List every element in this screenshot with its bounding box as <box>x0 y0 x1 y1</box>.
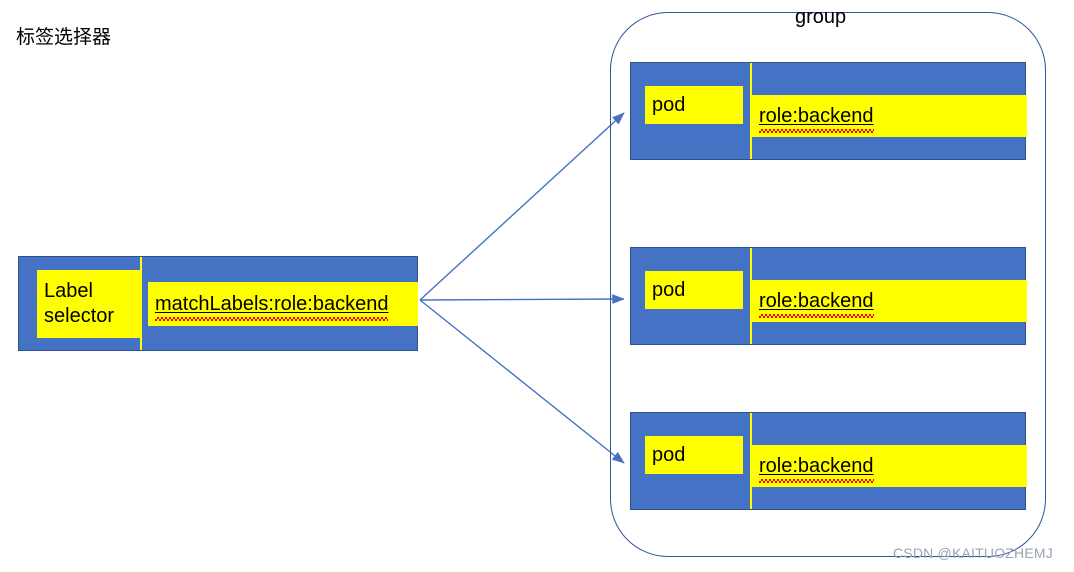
pod-name-text: pod <box>652 279 686 301</box>
pod-label-chip: role:backend <box>752 95 1027 137</box>
pod-name-chip: pod <box>645 271 743 309</box>
pod-card-divider <box>750 413 752 509</box>
pod-card[interactable]: pod role:backend <box>630 412 1027 510</box>
pod-card-divider <box>750 248 752 344</box>
pod-label-chip: role:backend <box>752 280 1027 322</box>
pod-card[interactable]: pod role:backend <box>630 62 1027 160</box>
pod-label-text: role:backend <box>752 104 874 133</box>
watermark: CSDN @KAITUOZHEMJ <box>893 545 1053 561</box>
pod-label-value: role:backend <box>759 105 874 133</box>
label-selector-expression-chip: matchLabels:role:backend <box>148 282 418 326</box>
pod-label-chip: role:backend <box>752 445 1027 487</box>
label-selector-card[interactable]: Label selector matchLabels:role:backend <box>18 256 418 351</box>
pod-name-text: pod <box>652 444 686 466</box>
pod-label-value: role:backend <box>759 290 874 318</box>
pod-label-text: role:backend <box>752 289 874 318</box>
page-title: 标签选择器 <box>16 27 112 48</box>
pod-card[interactable]: pod role:backend <box>630 247 1027 345</box>
pod-label-value: role:backend <box>759 455 874 483</box>
group-container <box>610 12 1046 557</box>
pod-name-chip: pod <box>645 86 743 124</box>
pod-label-text: role:backend <box>752 454 874 483</box>
arrow-to-pod-1 <box>419 112 625 301</box>
label-selector-expression-value: matchLabels:role:backend <box>155 293 389 321</box>
label-selector-name-chip: Label selector <box>37 270 141 338</box>
group-label: group <box>795 6 847 28</box>
pod-name-text: pod <box>652 94 686 116</box>
arrow-to-pod-3 <box>419 299 625 464</box>
arrow-to-pod-2 <box>419 294 625 304</box>
label-selector-name-text: Label selector <box>44 280 115 327</box>
label-selector-expression-text: matchLabels:role:backend <box>148 292 389 321</box>
pod-card-divider <box>750 63 752 159</box>
selector-card-divider <box>140 257 142 350</box>
pod-name-chip: pod <box>645 436 743 474</box>
